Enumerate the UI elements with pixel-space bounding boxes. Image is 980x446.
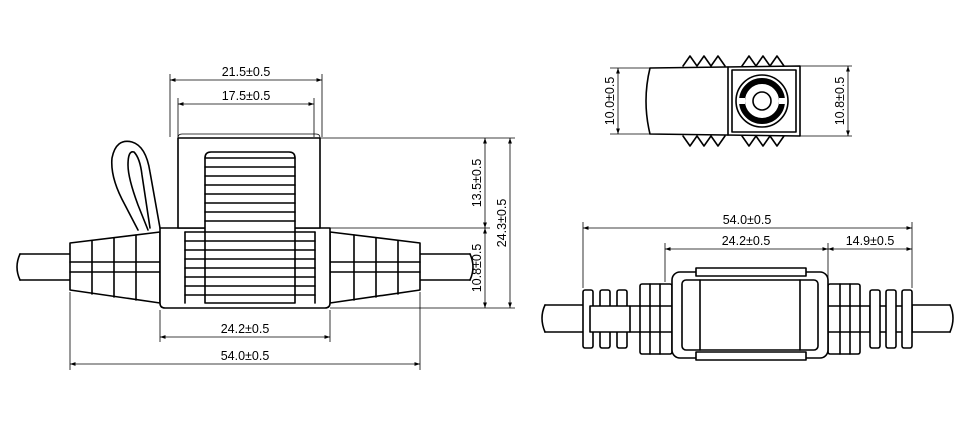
top-boot-right — [819, 283, 913, 355]
svg-text:24.3±0.5: 24.3±0.5 — [495, 199, 509, 248]
front-dim-bottom-total: 54.0±0.5 — [69, 292, 421, 370]
top-dim-boot: 14.9±0.5 — [828, 234, 912, 251]
end-ribs-bottom — [682, 135, 785, 147]
front-dim-top-inner: 17.5±0.5 — [177, 89, 315, 137]
svg-text:13.5±0.5: 13.5±0.5 — [470, 159, 484, 208]
top-wire-left — [541, 304, 584, 333]
front-dim-right-total: 24.3±0.5 — [495, 138, 512, 308]
end-ribs-top — [682, 55, 785, 67]
front-dim-right-lower: 10.8±0.5 — [330, 228, 515, 309]
front-dim-bottom-body: 24.2±0.5 — [159, 310, 331, 342]
end-view: 10.0±0.5 10.8±0.5 — [603, 55, 852, 147]
top-wire-right — [911, 304, 954, 333]
front-fuse-window — [184, 151, 316, 304]
svg-text:10.0±0.5: 10.0±0.5 — [603, 77, 617, 126]
svg-text:14.9±0.5: 14.9±0.5 — [846, 234, 895, 248]
svg-text:24.2±0.5: 24.2±0.5 — [722, 234, 771, 248]
svg-text:54.0±0.5: 54.0±0.5 — [723, 213, 772, 227]
front-boot-right — [329, 231, 421, 304]
svg-text:10.8±0.5: 10.8±0.5 — [470, 244, 484, 293]
end-connector-ring — [735, 74, 789, 128]
top-view: 54.0±0.5 24.2±0.5 14.9±0.5 — [541, 213, 954, 361]
front-boot-left — [69, 231, 161, 304]
top-dim-body: 24.2±0.5 — [664, 234, 829, 282]
svg-text:24.2±0.5: 24.2±0.5 — [221, 322, 270, 336]
front-loop-wire — [110, 140, 161, 231]
front-view: 21.5±0.5 17.5±0.5 13.5±0.5 10.8±0.5 24.3… — [16, 65, 515, 370]
front-wire-left — [16, 253, 71, 281]
svg-text:54.0±0.5: 54.0±0.5 — [221, 349, 270, 363]
svg-text:17.5±0.5: 17.5±0.5 — [222, 89, 271, 103]
front-wire-right — [419, 253, 474, 281]
top-body — [671, 267, 829, 361]
end-dim-right: 10.8±0.5 — [800, 65, 852, 137]
svg-text:21.5±0.5: 21.5±0.5 — [222, 65, 271, 79]
front-dim-right-upper: 13.5±0.5 — [320, 137, 515, 229]
front-dim-top-outer: 21.5±0.5 — [169, 65, 323, 137]
top-boot-left — [582, 283, 681, 355]
svg-text:10.8±0.5: 10.8±0.5 — [833, 77, 847, 126]
top-dim-total: 54.0±0.5 — [582, 213, 913, 288]
front-fuse-stripes — [184, 166, 316, 296]
end-dim-left: 10.0±0.5 — [603, 67, 652, 135]
